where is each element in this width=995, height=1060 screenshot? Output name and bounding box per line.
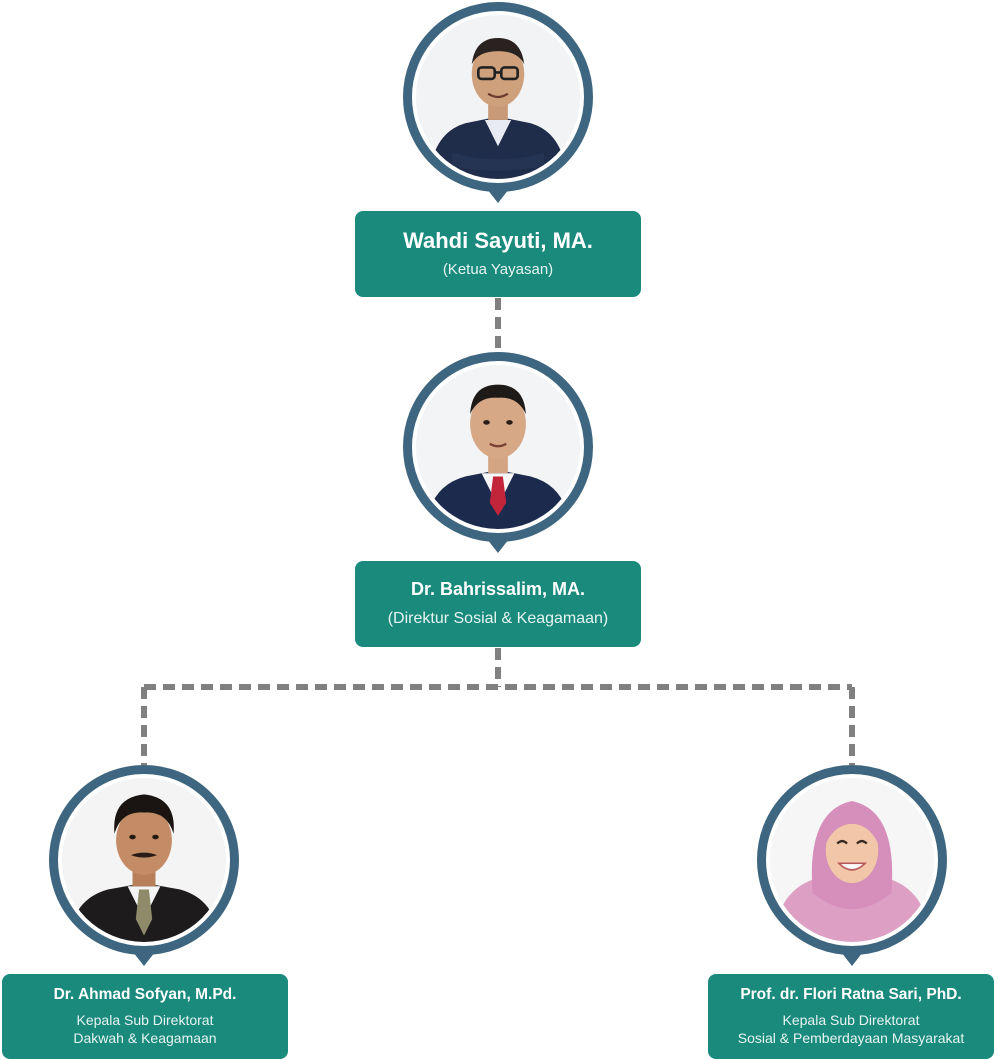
name-left: Dr. Ahmad Sofyan, M.Pd. bbox=[53, 985, 237, 1003]
card-top: Wahdi Sayuti, MA. (Ketua Yayasan) bbox=[355, 211, 641, 297]
role-left-line1: Kepala Sub Direktorat bbox=[76, 1012, 214, 1029]
role-top: (Ketua Yayasan) bbox=[442, 260, 554, 278]
role-director: (Direktur Sosial & Keagamaan) bbox=[387, 610, 609, 628]
avatar-pointer bbox=[133, 952, 155, 966]
portrait-man-red-tie-icon bbox=[416, 365, 580, 529]
name-director: Dr. Bahrissalim, MA. bbox=[410, 578, 586, 599]
role-right-line1: Kepala Sub Direktorat bbox=[782, 1012, 920, 1029]
name-right: Prof. dr. Flori Ratna Sari, PhD. bbox=[740, 985, 962, 1003]
name-top: Wahdi Sayuti, MA. bbox=[403, 228, 593, 254]
card-director: Dr. Bahrissalim, MA. (Direktur Sosial & … bbox=[355, 561, 641, 647]
portrait-woman-hijab-icon bbox=[770, 778, 934, 942]
avatar-wahdi-sayuti bbox=[403, 2, 593, 192]
role-right-line2: Sosial & Pemberdayaan Masyarakat bbox=[737, 1029, 965, 1046]
role-left-line2: Dakwah & Keagamaan bbox=[73, 1029, 217, 1046]
avatar-ahmad-sofyan bbox=[49, 765, 239, 955]
avatar-bahrissalim bbox=[403, 352, 593, 542]
avatar-pointer bbox=[487, 539, 509, 553]
avatar-flori-ratna-sari bbox=[757, 765, 947, 955]
avatar-pointer bbox=[841, 952, 863, 966]
avatar-pointer bbox=[487, 189, 509, 203]
card-right: Prof. dr. Flori Ratna Sari, PhD. Kepala … bbox=[708, 974, 994, 1059]
portrait-man-mustache-icon bbox=[62, 778, 226, 942]
card-left: Dr. Ahmad Sofyan, M.Pd. Kepala Sub Direk… bbox=[2, 974, 288, 1059]
portrait-man-glasses-icon bbox=[416, 15, 580, 179]
